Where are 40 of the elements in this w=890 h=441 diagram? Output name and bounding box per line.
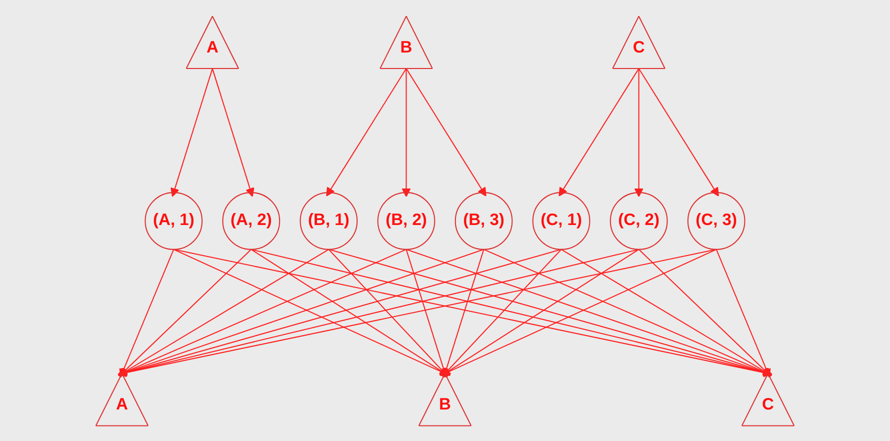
node-circle: (C, 3) — [687, 192, 746, 250]
node-circle: (C, 1) — [532, 192, 590, 250]
node-circle: (C, 2) — [610, 192, 668, 250]
node-circle: (A, 2) — [222, 192, 280, 250]
arrow — [402, 68, 411, 197]
arrow — [118, 248, 406, 376]
arrow — [326, 68, 407, 196]
node-circle: (B, 2) — [377, 192, 436, 250]
arrow — [440, 248, 717, 376]
arrow — [558, 68, 640, 196]
arrow — [484, 248, 772, 376]
node-text: A — [116, 396, 128, 414]
arrow — [406, 68, 486, 196]
arrow — [250, 248, 449, 376]
arrow — [118, 248, 252, 376]
arrow — [170, 68, 213, 196]
node-circle: (B, 3) — [454, 192, 513, 250]
arrow — [212, 68, 254, 196]
arrow — [173, 248, 450, 376]
node-text: B — [400, 38, 412, 56]
arrow — [118, 248, 484, 376]
arrow — [638, 248, 772, 376]
node-text: B — [439, 396, 451, 414]
arrow — [441, 248, 640, 376]
node-text: C — [762, 396, 774, 414]
arrow — [716, 248, 771, 378]
node-circle: (B, 1) — [300, 192, 358, 250]
arrow — [634, 68, 644, 197]
arrow — [119, 248, 174, 378]
arrow — [442, 248, 562, 376]
arrow — [561, 248, 772, 376]
arrow — [442, 248, 484, 378]
arrow — [638, 68, 719, 196]
node-text: A — [206, 38, 218, 56]
node-circle: (A, 1) — [144, 192, 203, 250]
node-text: C — [632, 38, 645, 56]
arrow — [406, 248, 448, 378]
arrow — [118, 248, 329, 376]
arrow — [328, 248, 448, 376]
arrow — [406, 248, 772, 376]
